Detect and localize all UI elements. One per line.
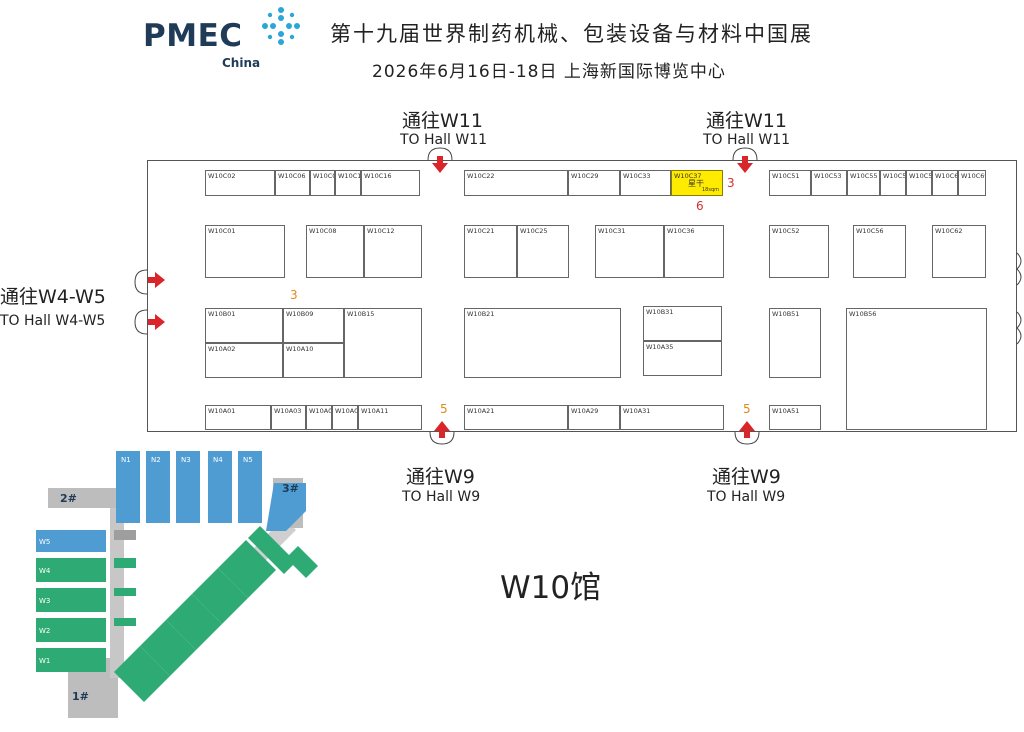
booth-w10c01[interactable]: W10C01 [205,225,285,278]
page-title: 第十九届世界制药机械、包装设备与材料中国展 [330,22,813,46]
booth-area: 18sqm [701,186,719,193]
gate-bottom-left-cn: 通往W9 [406,466,475,488]
booth-w10b15[interactable]: W10B15 [344,308,422,378]
gate-bottom-right-cn: 通往W9 [712,466,781,488]
booth-w10c56[interactable]: W10C56 [853,225,906,278]
booth-w10c51[interactable]: W10C51 [769,170,811,196]
booth-id: W10C37 [674,172,702,180]
booth-w10b51[interactable]: W10B51 [769,308,821,378]
booth-w10c08a[interactable]: W10C08 [310,170,335,196]
booth-w10a35[interactable]: W10A35 [643,341,722,376]
arrow-right-icon [148,314,165,330]
booth-w10a07[interactable]: W10A07 [332,405,358,430]
minimap-hall-w1: W1 [39,657,50,665]
booth-w10c33[interactable]: W10C33 [620,170,671,196]
booth-w10c31[interactable]: W10C31 [595,225,664,278]
booth-w10c16[interactable]: W10C16 [361,170,420,196]
booth-w10c02[interactable]: W10C02 [205,170,275,196]
minimap-hall-w3: W3 [39,597,50,605]
booth-w10c55[interactable]: W10C55 [847,170,880,196]
booth-w10a10[interactable]: W10A10 [283,343,344,378]
entrance-number-bottom-right: 5 [743,402,751,416]
door-arc-icon [134,147,1022,445]
arrow-icons [148,156,755,438]
arrow-right-icon [148,272,165,288]
minimap-hall-w5: W5 [39,538,50,546]
booth-w10c29[interactable]: W10C29 [568,170,620,196]
booth-w10b21[interactable]: W10B21 [464,308,621,378]
highlight-number: 6 [696,199,704,213]
arrow-up-icon [434,421,450,438]
booth-w10c25[interactable]: W10C25 [517,225,569,278]
gate-left-en: TO Hall W4-W5 [0,313,106,329]
minimap-hall-n1: N1 [121,456,131,464]
minimap-hall-n5: N5 [243,456,253,464]
booth-w10b09[interactable]: W10B09 [283,308,344,343]
booth-w10a31[interactable]: W10A31 [620,405,724,430]
gate-bottom-right-en: TO Hall W9 [707,489,786,505]
booth-w10c57[interactable]: W10C57 [880,170,906,196]
exhibitor-name: 星干 [688,179,704,189]
booth-w10c69[interactable]: W10C69 [958,170,986,196]
arrow-down-icon [432,156,448,173]
booth-w10c10[interactable]: W10C10 [335,170,361,196]
booth-w10a01[interactable]: W10A01 [205,405,271,430]
minimap-hall-n2: N2 [151,456,161,464]
gate-bottom-left-en: TO Hall W9 [402,489,481,505]
arrow-down-icon [737,156,753,173]
entrance-3-label: 3# [282,482,299,495]
entrance-number-left: 3 [290,288,298,302]
booth-w10a51[interactable]: W10A51 [769,405,821,430]
minimap-hall-w4: W4 [39,567,51,575]
booth-w10c62[interactable]: W10C62 [932,225,986,278]
gate-left-cn: 通往W4-W5 [0,286,106,308]
logo-mark-icon [262,7,300,45]
minimap-hall-n4: N4 [213,456,223,464]
entrance-number-bottom-left: 5 [440,402,448,416]
pmec-logo [143,6,323,76]
booth-w10c37-highlight[interactable]: W10C37 星干 18sqm [671,170,723,196]
logo-text: PMEC [143,18,243,54]
entrance-number-top-right: 3 [727,176,735,190]
booth-w10b01[interactable]: W10B01 [205,308,283,343]
booth-w10b56[interactable]: W10B56 [846,308,987,430]
booth-w10c65[interactable]: W10C65 [932,170,958,196]
booth-w10a05[interactable]: W10A05 [306,405,332,430]
minimap-hall-n3: N3 [181,456,191,464]
gate-top-left-cn: 通往W11 [402,110,483,132]
venue-minimap: N1 N2 N3 N4 N5 W5 W4 W3 W2 W1 2# 3# 1# [28,448,338,728]
entrance-1-label: 1# [72,690,89,703]
booth-w10c53[interactable]: W10C53 [811,170,847,196]
gate-top-left-en: TO Hall W11 [400,132,488,148]
gate-top-right-en: TO Hall W11 [703,132,791,148]
booth-w10c59[interactable]: W10C59 [906,170,932,196]
gate-top-right-cn: 通往W11 [706,110,787,132]
page-subtitle: 2026年6月16日-18日 上海新国际博览中心 [372,62,726,82]
booth-w10c21[interactable]: W10C21 [464,225,517,278]
booth-w10a29[interactable]: W10A29 [568,405,620,430]
booth-w10c06[interactable]: W10C06 [275,170,310,196]
minimap-svg: N1 N2 N3 N4 N5 W5 W4 W3 W2 W1 2# 3# 1# [36,451,318,718]
booth-w10a02[interactable]: W10A02 [205,343,283,378]
entrance-2-label: 2# [60,492,77,505]
logo-subtext: China [222,56,261,70]
arrow-up-icon [739,421,755,438]
booth-w10c08b[interactable]: W10C08 [306,225,364,278]
booth-w10a21[interactable]: W10A21 [464,405,568,430]
booth-w10c36[interactable]: W10C36 [664,225,724,278]
booth-w10c22[interactable]: W10C22 [464,170,568,196]
booth-w10a03[interactable]: W10A03 [271,405,306,430]
booth-w10c52[interactable]: W10C52 [769,225,829,278]
minimap-hall-w2: W2 [39,627,50,635]
booth-w10b31[interactable]: W10B31 [643,306,722,341]
hall-name: W10馆 [500,570,602,606]
booth-w10a11[interactable]: W10A11 [358,405,422,430]
booth-w10c12[interactable]: W10C12 [364,225,422,278]
